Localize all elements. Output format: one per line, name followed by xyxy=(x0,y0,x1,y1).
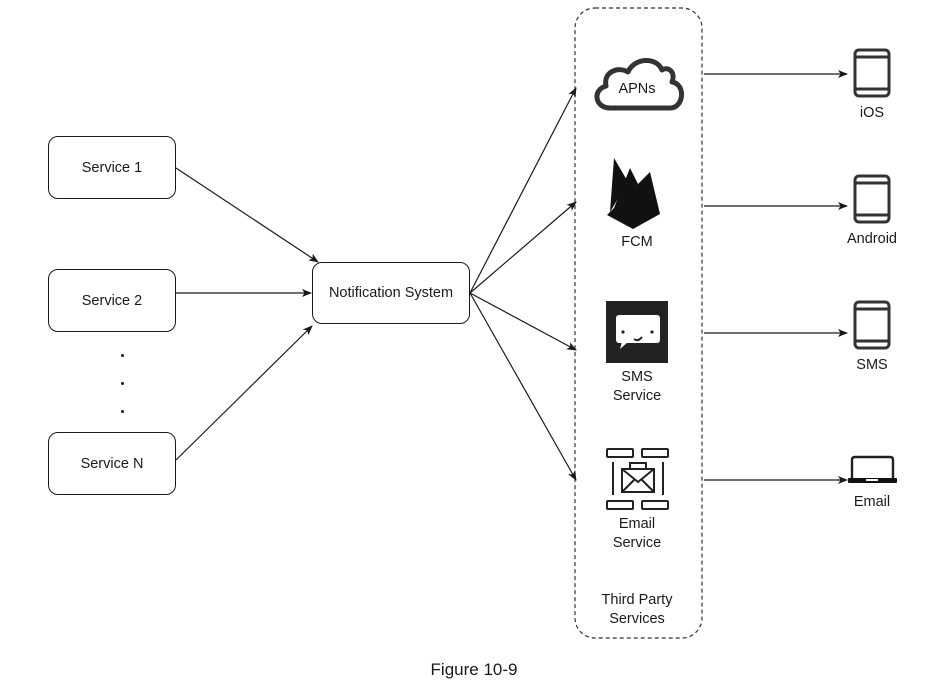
third-party-group-label-line1: Third Party xyxy=(601,592,673,608)
ellipsis-dot xyxy=(121,354,124,357)
service-2-label: Service 2 xyxy=(81,292,143,309)
notification-system-label: Notification System xyxy=(328,285,454,301)
laptop-icon xyxy=(848,455,897,483)
third-party-group-border xyxy=(574,7,703,639)
edge-notification-system-to-sms-service xyxy=(469,292,577,351)
email-servers-icon xyxy=(606,448,669,510)
service-1-node[interactable]: Service 1 xyxy=(48,136,176,199)
sms-service-label-line1: SMS xyxy=(621,369,653,385)
edge-notification-system-to-email-service xyxy=(469,292,577,481)
phone-icon-sms xyxy=(853,300,891,350)
service-n-node[interactable]: Service N xyxy=(48,432,176,495)
edge-service-1-to-notification-system xyxy=(175,167,319,263)
service-1-label: Service 1 xyxy=(81,159,143,176)
firebase-icon xyxy=(607,158,660,229)
sms-service-label-line2: Service xyxy=(612,388,662,404)
ellipsis-dot xyxy=(121,410,124,413)
fcm-label: FCM xyxy=(621,234,653,250)
email-service-label-line2: Service xyxy=(612,535,662,551)
apns-label: APNs xyxy=(618,81,656,97)
phone-icon-ios xyxy=(853,48,891,98)
phone-icon-android xyxy=(853,174,891,224)
notification-system-node[interactable]: Notification System xyxy=(312,262,470,324)
third-party-group-label-line2: Services xyxy=(609,611,665,627)
edge-notification-system-to-fcm xyxy=(469,201,577,294)
edge-notification-system-to-apns xyxy=(469,87,577,294)
sms-label: SMS xyxy=(856,357,888,373)
email-service-label-line1: Email xyxy=(618,516,656,532)
ios-label: iOS xyxy=(859,105,885,121)
ellipsis-dot xyxy=(121,382,124,385)
service-n-label: Service N xyxy=(80,455,144,472)
edge-service-n-to-notification-system xyxy=(175,325,313,461)
android-label: Android xyxy=(847,231,897,247)
email-label: Email xyxy=(853,494,891,510)
figure-caption: Figure 10-9 xyxy=(430,660,518,679)
chat-bubble-icon xyxy=(606,301,668,363)
cloud-icon xyxy=(594,58,684,111)
service-2-node[interactable]: Service 2 xyxy=(48,269,176,332)
